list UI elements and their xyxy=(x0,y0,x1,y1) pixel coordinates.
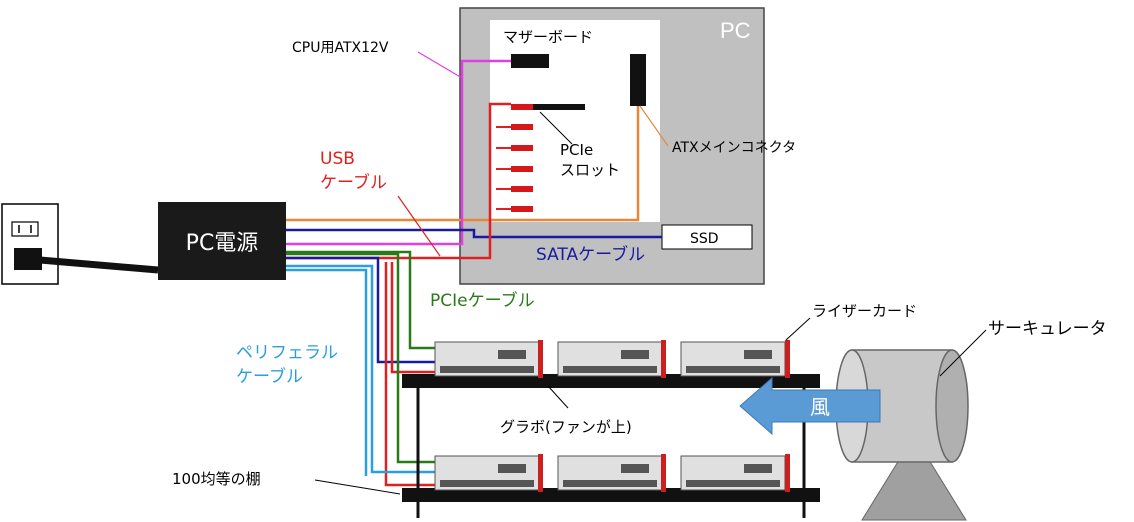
peripheral-cable xyxy=(286,264,435,474)
peripheral-label-2: ケーブル xyxy=(236,366,303,387)
pcie-cable-top xyxy=(286,250,435,350)
cpu-atx12v-connector xyxy=(511,54,549,68)
pc-label: PC xyxy=(720,18,751,43)
usb-cable xyxy=(286,102,511,260)
peripheral-cable-2 xyxy=(286,268,368,476)
ssd-label: SSD xyxy=(690,231,719,247)
usb-label-1: USB xyxy=(320,149,355,169)
power-cord xyxy=(39,256,159,274)
circulator xyxy=(835,349,969,521)
usb-cable-top xyxy=(390,262,435,374)
cpu-atx12v-cable xyxy=(286,59,511,246)
riser-card-label: ライザーカード xyxy=(812,302,917,320)
peripheral-label-1: ペリフェラル xyxy=(236,343,338,363)
pcie-slots xyxy=(511,104,585,212)
wall-outlet xyxy=(1,203,59,285)
gpu-row-bottom xyxy=(434,454,790,492)
pcie-slot-label-1: PCIe xyxy=(560,141,593,159)
wind-arrow: 風 xyxy=(739,376,881,436)
cpu-atx12v-label: CPU用ATX12V xyxy=(292,40,389,56)
shelf xyxy=(402,374,820,518)
shelf-label: 100均等の棚 xyxy=(172,470,261,488)
sata-cable xyxy=(286,228,662,239)
wind-label: 風 xyxy=(810,395,830,419)
usb-label-2: ケーブル xyxy=(320,172,387,193)
sata-cable-top xyxy=(286,256,435,364)
motherboard-label: マザーボード xyxy=(503,28,593,46)
atx-main-connector xyxy=(630,54,646,106)
sata-cable-label: SATAケーブル xyxy=(536,244,645,265)
pcie-cable-label: PCIeケーブル xyxy=(430,290,535,311)
atx-main-label: ATXメインコネクタ xyxy=(672,140,796,156)
gpu-row-top xyxy=(434,340,790,378)
circulator-label: サーキュレータ xyxy=(988,319,1107,339)
psu-label: PC電源 xyxy=(186,231,259,256)
psu xyxy=(158,202,286,280)
gpu-label: グラボ(ファンが上) xyxy=(500,418,632,436)
atx-main-cable xyxy=(286,106,640,222)
pcie-slot-label-2: スロット xyxy=(560,161,620,179)
